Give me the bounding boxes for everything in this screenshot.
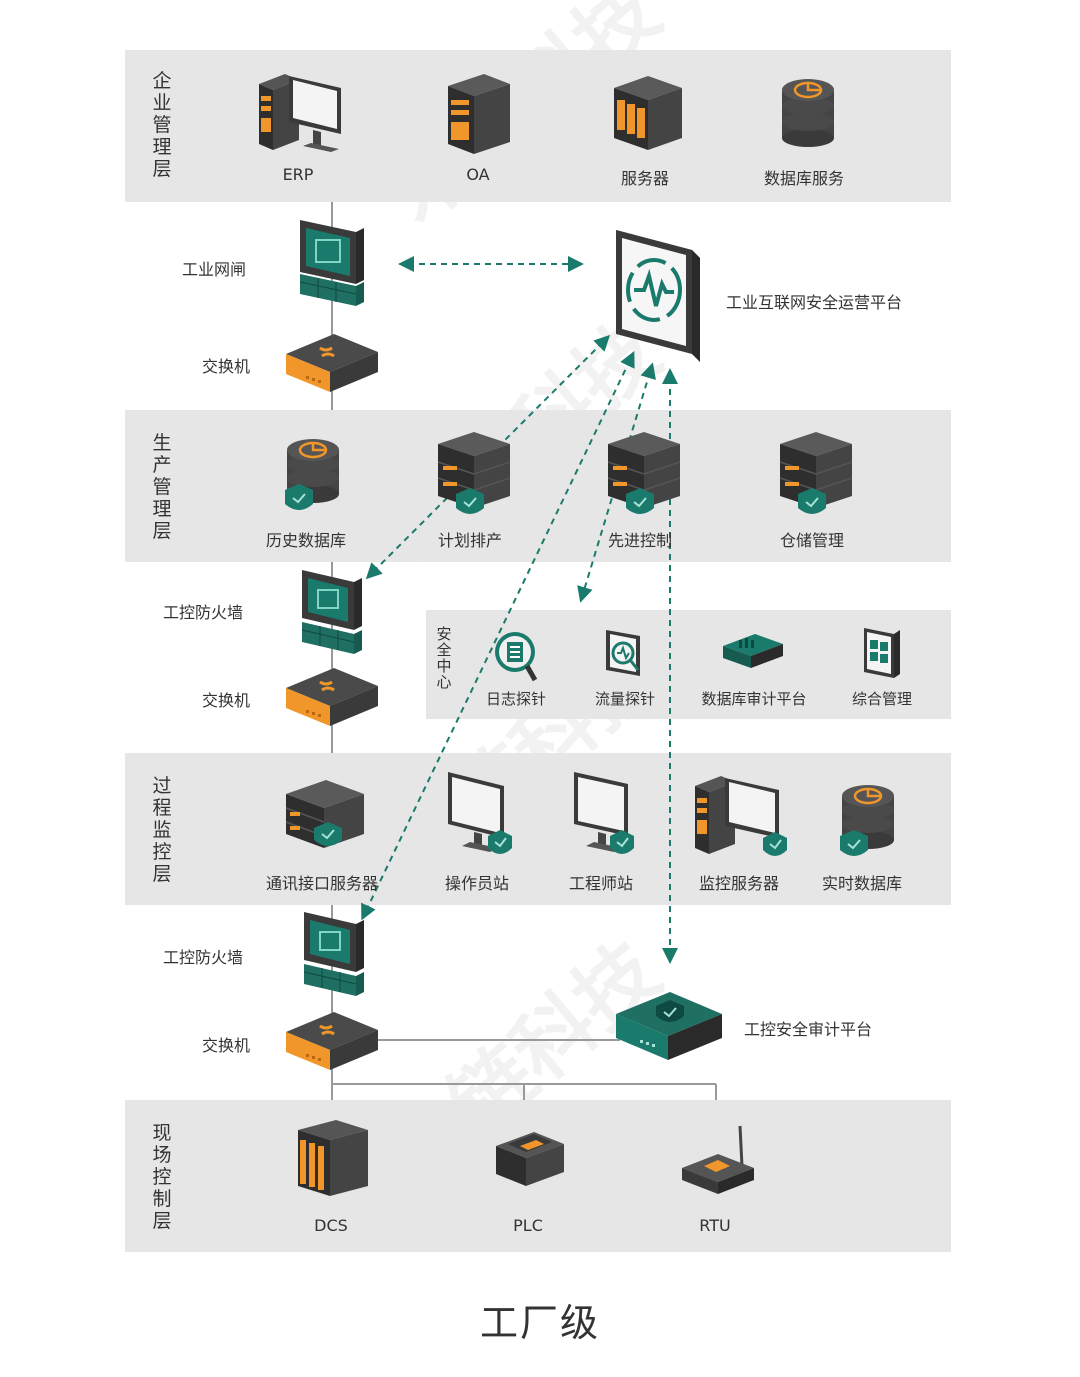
node-label: 通讯接口服务器 bbox=[265, 874, 379, 893]
log-probe-icon bbox=[495, 632, 538, 682]
node-label: DCS bbox=[314, 1216, 348, 1235]
switch2-label: 交换机 bbox=[202, 691, 251, 710]
firewall2-label: 工控防火墙 bbox=[163, 948, 244, 967]
field-layer-title: 现场控制层 bbox=[152, 1122, 172, 1232]
node-label: 综合管理 bbox=[851, 690, 913, 708]
ics-audit-platform-icon bbox=[616, 992, 722, 1060]
enterprise-layer-title: 企业管理层 bbox=[152, 70, 172, 180]
comm-interface-server-icon bbox=[285, 780, 364, 848]
page-footer-title: 工厂级 bbox=[479, 1301, 600, 1345]
node-label: 实时数据库 bbox=[821, 874, 903, 893]
ops-platform-label: 工业互联网安全运营平台 bbox=[726, 293, 903, 312]
switch-icon bbox=[286, 334, 378, 392]
database-service-icon bbox=[782, 79, 834, 147]
rtu-icon bbox=[682, 1125, 754, 1194]
comprehensive-management-icon bbox=[864, 628, 900, 678]
node-label: 先进控制 bbox=[607, 531, 673, 550]
process-layer-title: 过程监控层 bbox=[152, 775, 172, 885]
gateway-label: 工业网闸 bbox=[182, 260, 247, 279]
production-layer-title: 生产管理层 bbox=[152, 432, 172, 542]
node-label: 流量探针 bbox=[594, 690, 656, 708]
node-label: 服务器 bbox=[620, 169, 670, 188]
node-label: 工程师站 bbox=[568, 874, 634, 893]
advanced-control-server-icon bbox=[607, 432, 681, 514]
traffic-probe-icon bbox=[606, 630, 640, 676]
node-label: 日志探针 bbox=[485, 690, 547, 708]
node-label: ERP bbox=[282, 165, 314, 184]
monitor-server-icon bbox=[695, 776, 787, 856]
switch1-label: 交换机 bbox=[202, 357, 251, 376]
node-label: 操作员站 bbox=[444, 874, 510, 893]
security-ops-platform-icon bbox=[616, 230, 700, 362]
node-label: OA bbox=[466, 165, 490, 184]
plc-icon bbox=[496, 1132, 564, 1186]
audit-platform-label: 工控安全审计平台 bbox=[744, 1020, 873, 1039]
industrial-gateway-icon bbox=[299, 220, 364, 306]
node-label: 监控服务器 bbox=[698, 874, 780, 893]
node-label: 计划排产 bbox=[437, 531, 503, 550]
schedule-server-icon bbox=[437, 432, 511, 514]
oa-icon bbox=[448, 74, 510, 154]
node-label: 历史数据库 bbox=[265, 531, 347, 550]
node-label: PLC bbox=[513, 1216, 543, 1235]
node-label: 数据库审计平台 bbox=[701, 690, 807, 708]
firewall1-label: 工控防火墙 bbox=[163, 603, 244, 622]
engineer-station-icon bbox=[574, 772, 634, 854]
dcs-icon bbox=[298, 1120, 368, 1196]
history-database-icon bbox=[285, 439, 339, 510]
switch-icon bbox=[286, 668, 378, 726]
firewall-icon bbox=[301, 570, 362, 654]
switch3-label: 交换机 bbox=[202, 1036, 251, 1055]
node-label: RTU bbox=[699, 1216, 731, 1235]
firewall-icon bbox=[303, 912, 364, 996]
switch-icon bbox=[286, 1012, 378, 1070]
database-audit-icon bbox=[723, 634, 783, 668]
warehouse-server-icon bbox=[779, 432, 853, 514]
node-label: 仓储管理 bbox=[779, 531, 845, 550]
operator-station-icon bbox=[448, 772, 512, 854]
server-icon bbox=[614, 76, 682, 150]
node-label: 数据库服务 bbox=[763, 169, 845, 188]
realtime-database-icon bbox=[840, 785, 894, 856]
erp-icon bbox=[259, 74, 341, 152]
